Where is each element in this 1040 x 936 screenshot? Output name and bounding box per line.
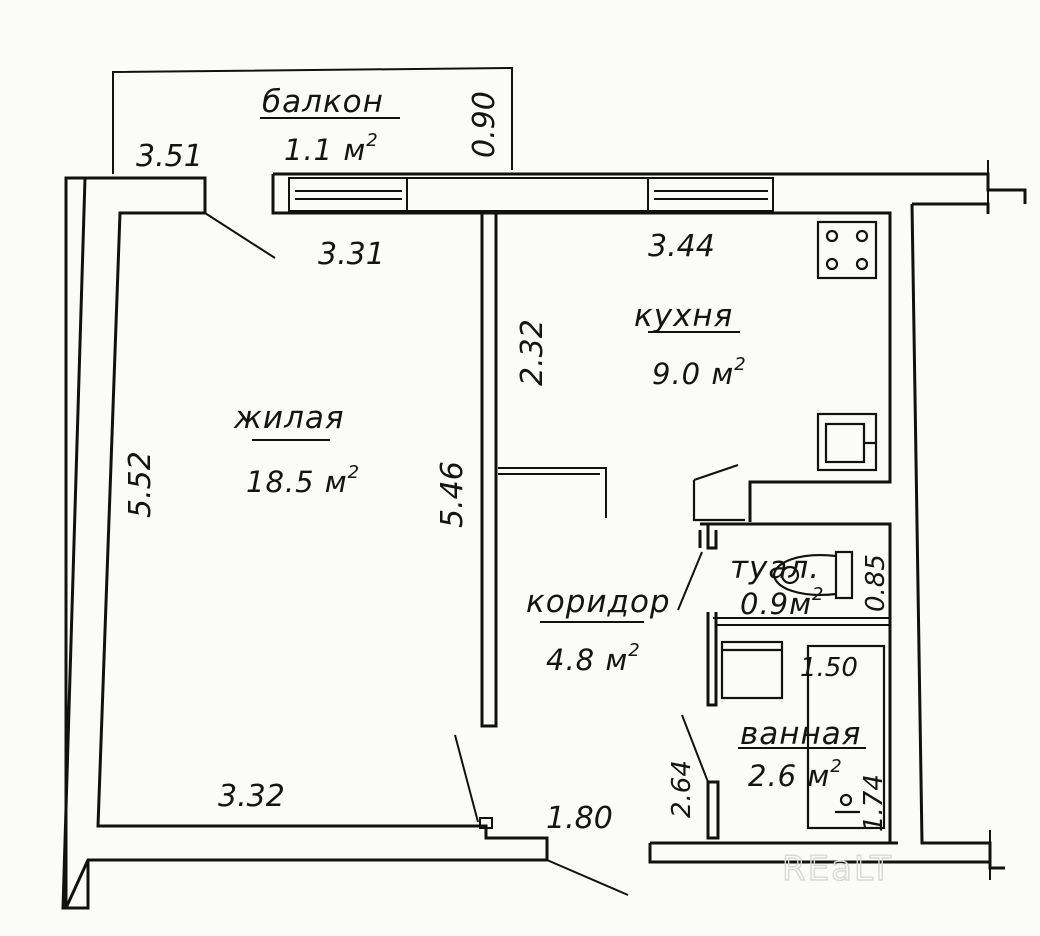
- doors: [204, 212, 709, 896]
- dim-kitchen-side: 2.32: [515, 319, 550, 386]
- fridge-icon: [692, 463, 745, 522]
- bathroom-area: 2.6 м2: [748, 756, 843, 793]
- dim-toilet-side: 0.85: [861, 554, 891, 612]
- balcony: [112, 66, 513, 174]
- balcony-name: балкон: [262, 84, 384, 120]
- toilet-name: туал.: [730, 550, 820, 586]
- toilet-area: 0.9м2: [740, 584, 824, 621]
- living-name: жилая: [233, 400, 345, 436]
- bathroom-name: ванная: [740, 716, 861, 752]
- kitchen-area: 9.0 м2: [652, 354, 747, 391]
- dim-living-top: 3.31: [318, 237, 385, 272]
- dim-bath-right: 1.74: [859, 774, 889, 832]
- dim-balcony-depth: 0.90: [467, 91, 502, 158]
- fixtures: [692, 220, 886, 830]
- balcony-area: 1.1 м2: [284, 130, 379, 167]
- dim-balcony-length: 3.51: [136, 139, 203, 174]
- dim-kitchen-top: 3.44: [648, 229, 715, 264]
- dim-living-left: 5.52: [123, 451, 158, 518]
- dim-living-bottom: 3.32: [218, 779, 285, 814]
- stove-icon: [816, 220, 878, 280]
- dim-corridor-bottom: 1.80: [546, 801, 613, 836]
- kitchen-name: кухня: [634, 298, 733, 334]
- corridor-area: 4.8 м2: [546, 640, 641, 677]
- washbasin-icon: [720, 640, 784, 700]
- corridor-name: коридор: [526, 584, 671, 620]
- room-labels: балкон 1.1 м2 жилая 18.5 м2 кухня 9.0 м2…: [233, 84, 866, 793]
- watermark-logo: REaLT: [782, 849, 893, 889]
- bathtub-icon: [806, 644, 886, 830]
- walls: [61, 160, 1027, 910]
- dim-bath-left: 2.64: [667, 760, 697, 818]
- dim-bath-top: 1.50: [800, 653, 858, 683]
- dim-living-right: 5.46: [435, 461, 470, 528]
- toilet-icon: [772, 550, 854, 600]
- sink-icon: [816, 412, 878, 472]
- dimension-labels: 3.51 0.90 3.31 5.52 5.46 3.32 3.44 2.32 …: [123, 91, 891, 836]
- living-area: 18.5 м2: [246, 462, 360, 499]
